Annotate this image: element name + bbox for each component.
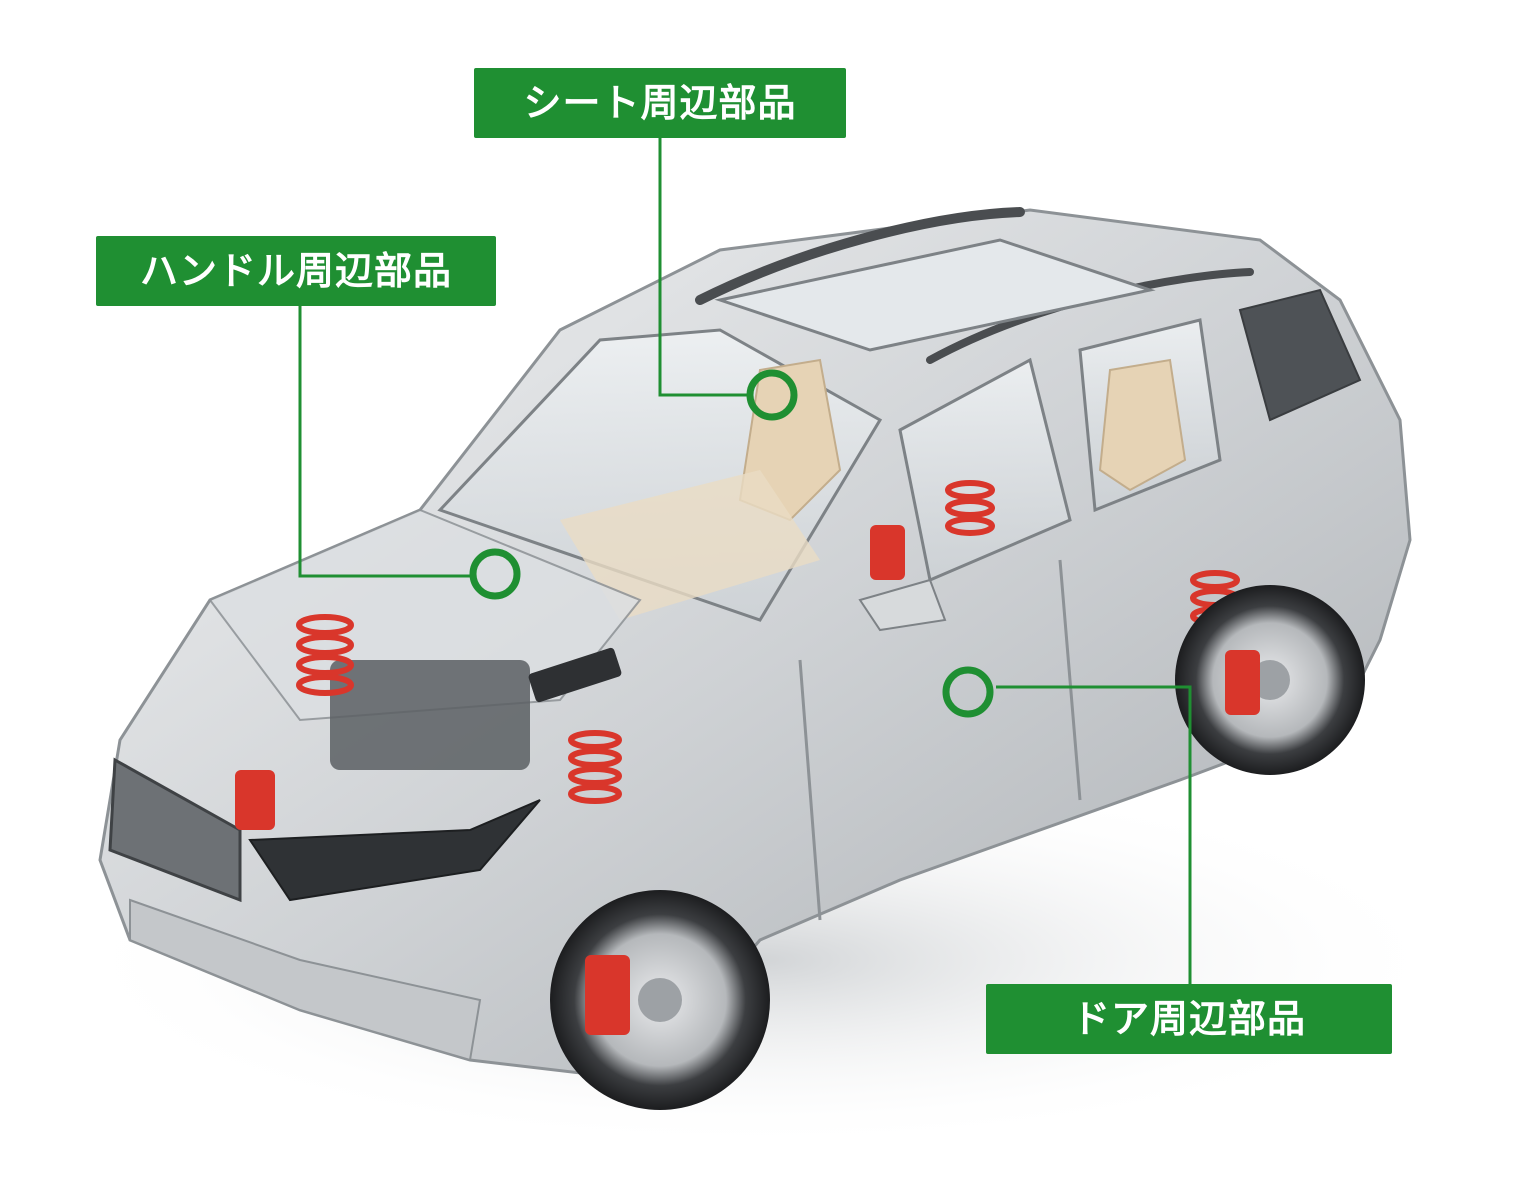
- seat-leader-line: [658, 137, 748, 397]
- hood: [208, 508, 642, 722]
- rear-left-spring: [945, 480, 995, 536]
- front-right-spring: [568, 730, 622, 804]
- rear-seat: [1098, 358, 1187, 492]
- door-parts-label[interactable]: ドア周辺部品: [986, 984, 1392, 1054]
- front-wheel: [550, 890, 770, 1110]
- dashboard: [560, 470, 820, 620]
- seat-marker[interactable]: [746, 369, 798, 421]
- front-bumper: [129, 898, 482, 1062]
- sunroof: [714, 238, 1156, 352]
- side-window-front: [898, 357, 1072, 583]
- headlight: [248, 799, 541, 902]
- front-left-spring: [296, 614, 354, 696]
- rear-wheel: [1175, 585, 1365, 775]
- handle-marker[interactable]: [469, 548, 521, 600]
- handle-leader-line: [298, 305, 471, 578]
- hood-vent: [528, 647, 622, 703]
- side-mirror: [858, 578, 947, 632]
- rear-quarter-window: [1238, 288, 1362, 422]
- seat-parts-label[interactable]: シート周辺部品: [474, 68, 846, 138]
- engine-block: [330, 660, 530, 770]
- door-marker[interactable]: [942, 666, 994, 718]
- roof-rail: [695, 207, 1025, 305]
- door-leader-line: [996, 685, 1192, 984]
- front-left-brake: [235, 770, 275, 830]
- center-brake: [870, 525, 905, 580]
- front-grille: [108, 757, 242, 903]
- door-line: [1058, 559, 1082, 801]
- steering-parts-label[interactable]: ハンドル周辺部品: [96, 236, 496, 306]
- door-line: [798, 659, 822, 921]
